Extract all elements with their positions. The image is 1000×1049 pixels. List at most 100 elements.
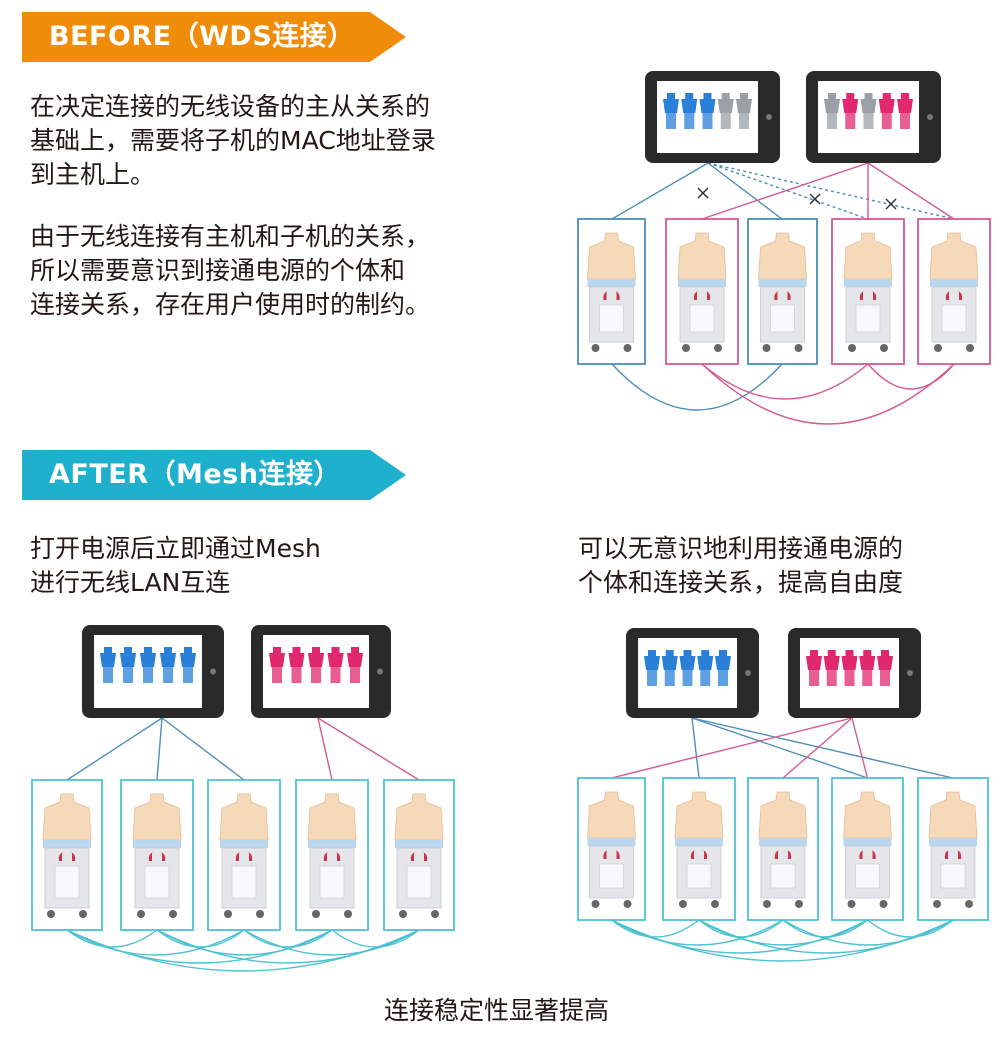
figure-base (664, 670, 675, 686)
wheel (934, 344, 942, 352)
figure-torso (347, 653, 363, 667)
figure-icon (269, 647, 285, 683)
before-paragraph-2: 由于无线连接有主机和子机的关系， 所以需要意识到接通电源的个体和 连接关系，存在… (30, 222, 431, 319)
tablet-button (907, 670, 913, 676)
figure-base (143, 667, 153, 683)
connection-line (707, 162, 783, 220)
wheel (312, 910, 320, 918)
cart-top (930, 279, 978, 287)
figure-head (351, 647, 359, 653)
figure-torso (877, 656, 893, 670)
cart-top (758, 279, 807, 287)
cart-panel (599, 863, 624, 889)
figure-base (845, 113, 856, 129)
wheel (848, 344, 856, 352)
wheel (623, 344, 632, 352)
lung-icon (58, 852, 76, 861)
cross-stroke (885, 198, 897, 210)
wheel (344, 910, 352, 918)
manikin-simulator-unit-icon (665, 218, 739, 365)
cart-top (133, 840, 181, 848)
wireless-link-arc (611, 363, 783, 411)
figure-icon (697, 650, 714, 686)
figure-torso (697, 656, 714, 670)
cross-mark-icon (697, 187, 709, 199)
before-paragraph-1: 在决定连接的无线设备的主从关系的 基础上，需要将子机的MAC地址登录 到主机上。 (30, 92, 436, 189)
connection-line (707, 162, 869, 220)
figure-head (184, 647, 192, 653)
manikin-simulator-unit-icon (831, 218, 905, 365)
cart-panel (406, 865, 432, 899)
figure-icon (288, 647, 305, 683)
after-left-caption: 打开电源后立即通过Mesh 进行无线LAN互连 (30, 534, 321, 597)
wheel (623, 900, 632, 908)
figure-base (863, 113, 874, 129)
manikin-simulator-unit-icon (917, 777, 989, 921)
figure-icon (823, 650, 840, 686)
figure-head (701, 650, 710, 656)
figure-head (901, 93, 909, 99)
figure-head (719, 650, 727, 656)
lung-icon (323, 852, 341, 861)
figure-base (123, 667, 133, 683)
connection-line (611, 162, 709, 220)
figure-base (700, 670, 711, 686)
figure-torso (661, 656, 678, 670)
figure-base (684, 113, 695, 129)
figure-torso (717, 99, 734, 113)
lung-icon (235, 852, 253, 861)
figure-icon (877, 650, 893, 686)
manikin-simulator-unit-icon (917, 218, 991, 365)
figure-icon (180, 647, 196, 683)
wheel (137, 910, 145, 918)
figure-head (827, 650, 836, 656)
wheel (591, 900, 600, 908)
figure-base (163, 667, 173, 683)
wheel (679, 900, 687, 908)
wheel (711, 900, 719, 908)
wheel (763, 900, 771, 908)
wireless-link-arc (156, 929, 420, 964)
wheel (714, 344, 722, 352)
lung-icon (945, 291, 963, 300)
cart-panel (855, 304, 881, 333)
tablet-icon-pink-group (788, 628, 921, 718)
wheel (682, 344, 690, 352)
cart-top (929, 838, 977, 846)
figure-head (665, 650, 674, 656)
figure-torso (160, 653, 176, 667)
wheel (966, 344, 974, 352)
figure-head (124, 647, 132, 653)
lung-icon (603, 291, 620, 300)
cart-panel (686, 863, 712, 889)
figure-torso (859, 656, 876, 670)
figure-icon (661, 650, 678, 686)
figure-icon (160, 647, 176, 683)
cart-panel (231, 865, 257, 899)
figure-icon (841, 650, 858, 686)
figure-torso (140, 653, 156, 667)
manikin-simulator-unit-icon (207, 779, 281, 931)
wireless-link-arc (66, 929, 158, 948)
figure-icon (663, 93, 679, 129)
lung-icon (774, 850, 792, 859)
cart-top (395, 840, 443, 848)
manikin-simulator-unit-icon (747, 218, 818, 365)
tablet-button (927, 114, 933, 120)
wireless-link-arc (867, 919, 954, 938)
cart-panel (941, 304, 967, 333)
figure-icon (806, 650, 822, 686)
wheel (795, 900, 803, 908)
cart-top (43, 840, 91, 848)
figure-head (273, 647, 281, 653)
figure-torso (878, 99, 895, 113)
figure-head (810, 650, 818, 656)
figure-icon (679, 650, 696, 686)
wheel (79, 910, 87, 918)
figure-icon (308, 647, 324, 683)
cart-panel (770, 863, 796, 889)
after-mesh-banner: AFTER（Mesh连接） (22, 450, 406, 500)
figure-torso (823, 656, 840, 670)
footer-caption: 连接稳定性显著提高 (384, 996, 610, 1025)
